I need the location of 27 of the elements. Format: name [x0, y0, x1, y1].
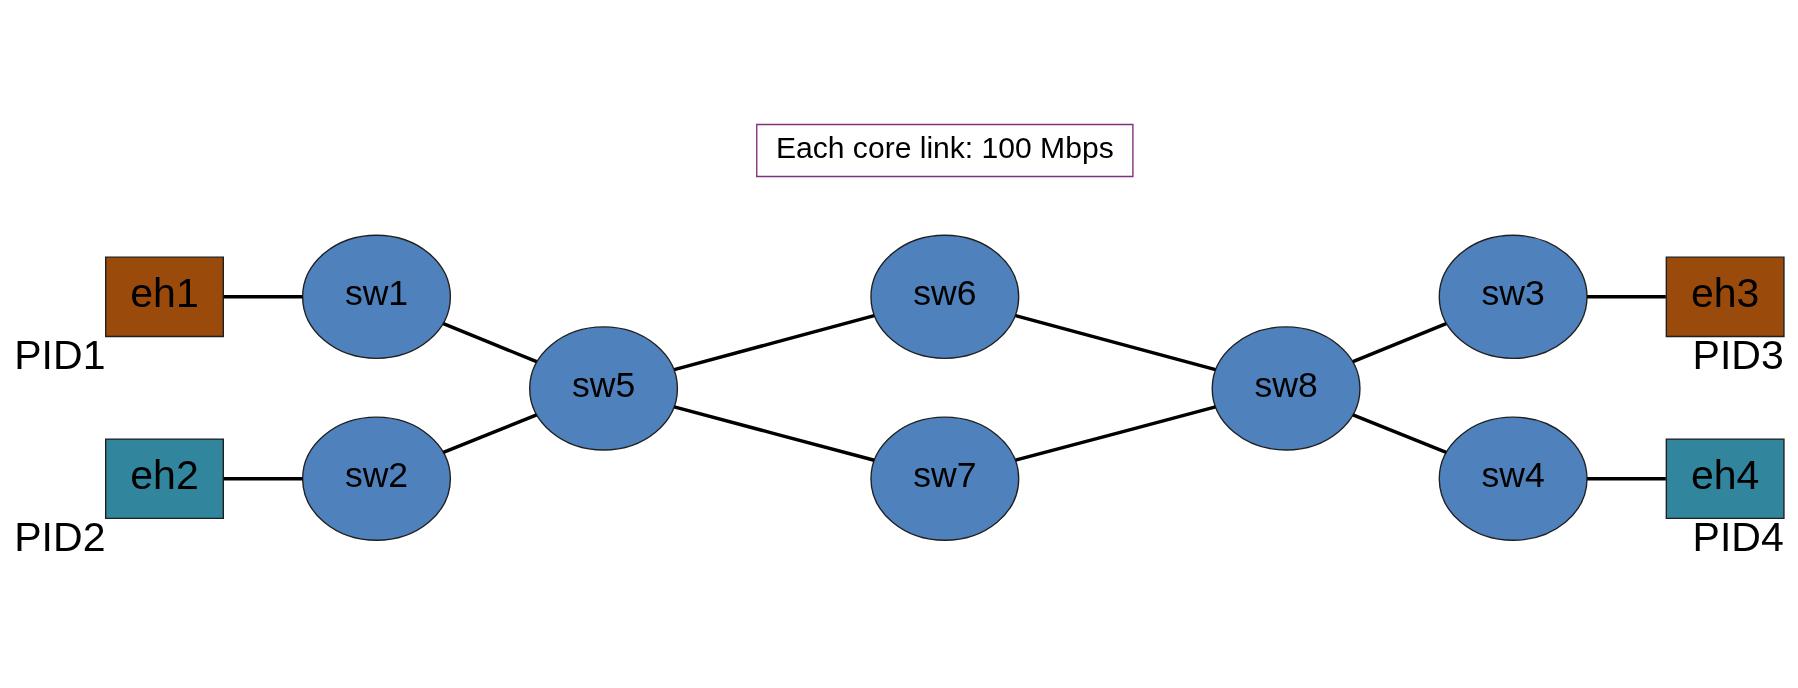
node-label: PID1: [14, 332, 106, 379]
connector: [1587, 477, 1666, 481]
connector: [1352, 322, 1447, 364]
connector: [1352, 413, 1447, 454]
connector: [673, 405, 875, 462]
connector: [442, 322, 538, 364]
node-box: eh3: [1665, 256, 1785, 338]
connector: [223, 477, 303, 481]
node-box: eh4: [1665, 438, 1785, 520]
connector: [1015, 313, 1216, 372]
node-ellipse: sw8: [1211, 326, 1361, 451]
node-ellipse: sw4: [1438, 416, 1588, 541]
node-ellipse: sw2: [301, 416, 452, 541]
node-label: PID2: [14, 514, 106, 561]
node-box: Each core link: 100 Mbps: [756, 123, 1134, 178]
connector: [1015, 405, 1216, 462]
node-ellipse: sw3: [1438, 234, 1588, 360]
connector: [673, 313, 875, 372]
node-ellipse: sw1: [301, 234, 452, 360]
node-ellipse: sw7: [870, 416, 1020, 541]
connector: [442, 413, 538, 454]
node-box: eh2: [105, 438, 224, 520]
node-box: eh1: [105, 256, 224, 338]
node-ellipse: sw5: [529, 326, 679, 451]
node-ellipse: sw6: [870, 234, 1020, 360]
connector: [1587, 295, 1666, 299]
connector: [223, 295, 303, 299]
